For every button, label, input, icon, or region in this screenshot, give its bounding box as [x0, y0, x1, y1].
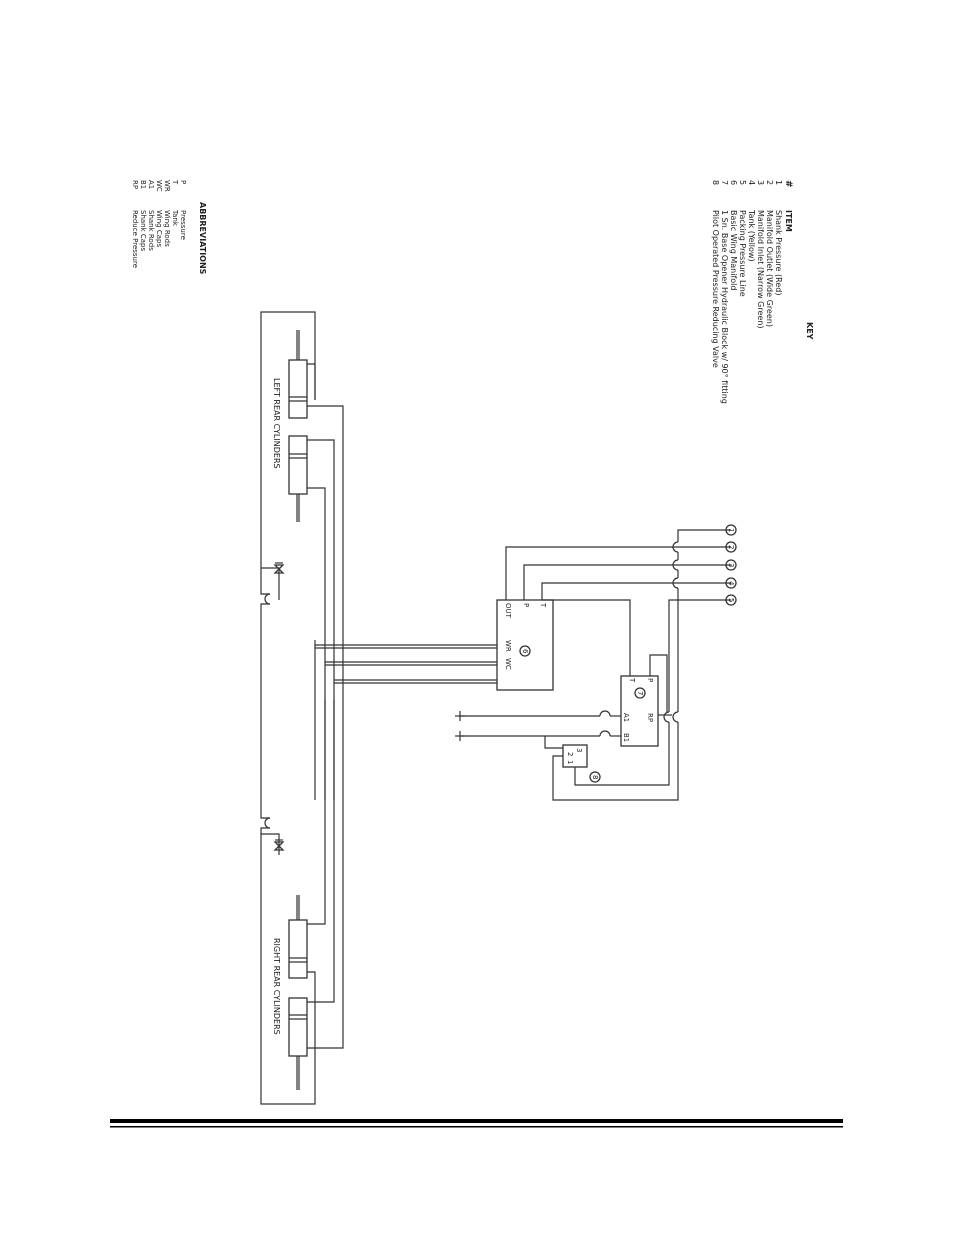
key-item-num: 8 [711, 180, 720, 185]
wing-manifold: T P OUT WR WC 6 [496, 599, 554, 691]
abbr-meaning: Tank [171, 209, 179, 227]
abbr-code: T [171, 179, 179, 185]
left-enclosure [260, 311, 316, 595]
connection-5-icon [725, 594, 737, 606]
footer-divider [110, 1119, 843, 1128]
abbr-code: B1 [139, 180, 147, 189]
block-port-a1: A1 [622, 713, 630, 722]
item-7-circle [634, 687, 646, 699]
abbr-code: P [179, 180, 187, 184]
connection-1-icon [725, 524, 737, 536]
manifold-port-p: P [522, 603, 530, 607]
key-item-num: 7 [720, 180, 729, 185]
key-item-label: Packing Pressure Line [738, 210, 747, 297]
key-title: KEY [805, 322, 814, 340]
key-col-num: # [783, 180, 793, 188]
item-6-circle [519, 645, 531, 657]
hydraulic-cylinder [288, 700, 344, 1090]
key-legend: KEY # ITEM 1 Shank Pressure (Red) 2 Mani… [711, 180, 814, 404]
key-item-label: Pilot Operated Pressure Reducing Valve [711, 210, 720, 368]
block-number: 7 [636, 691, 644, 695]
abbr-meaning: Shank Caps [139, 210, 147, 252]
supply-connections: 1 2 3 4 5 [455, 524, 737, 801]
left-rear-cylinders: LEFT REAR CYLINDERS [260, 311, 344, 800]
line-crossover [264, 817, 271, 829]
valve-port-3: 3 [575, 748, 583, 752]
right-rear-cylinders: RIGHT REAR CYLINDERS [260, 700, 344, 1105]
connection-label: 3 [727, 563, 735, 567]
key-item-label: Manifold Inlet (Narrow Green) [756, 210, 765, 329]
right-return-line [260, 827, 316, 1105]
hydraulic-block: P T RP A1 B1 7 [620, 675, 659, 747]
key-item-label: Basic Wing Manifold [729, 210, 738, 290]
abbr-code: RP [131, 180, 139, 189]
key-item-num: 3 [756, 180, 765, 185]
valve-number: 8 [591, 775, 599, 779]
block-port-b1: B1 [622, 733, 630, 742]
manifold-port-t: T [539, 602, 547, 608]
key-item-num: 2 [765, 180, 774, 185]
abbr-meaning: Wing Caps [155, 210, 163, 247]
key-items: 1 Shank Pressure (Red) 2 Manifold Outlet… [711, 180, 783, 404]
key-item-label: 1 Sn. Base Opener Hydraulic Block w/ 90°… [720, 210, 729, 404]
key-item-num: 5 [738, 180, 747, 185]
key-item-label: Shank Pressure (Red) [774, 210, 783, 295]
hydraulic-cylinder [288, 330, 344, 640]
abbr-code: WR [163, 180, 171, 192]
connection-label: 5 [727, 598, 735, 602]
key-item-num: 6 [729, 180, 738, 185]
trunk-lines [314, 640, 497, 1008]
check-valve [261, 833, 285, 855]
reducing-valve: 3 2 1 8 [562, 744, 601, 783]
key-item-num: 1 [774, 180, 783, 185]
line-crossover [264, 593, 271, 605]
block-port-rp: RP [646, 713, 654, 722]
manifold-port-wr: WR [504, 640, 512, 652]
abbreviations-title: ABBREVIATIONS [198, 202, 207, 275]
valve-port-1: 1 [566, 760, 574, 764]
coupler-icon [455, 711, 465, 721]
manifold-port-wc: WC [504, 658, 512, 670]
abbr-meaning: Reduce Pressure [131, 210, 139, 268]
left-cylinders-label: LEFT REAR CYLINDERS [272, 378, 281, 469]
connection-2-icon [725, 541, 737, 553]
connection-label: 1 [727, 528, 735, 532]
coupler-icon [455, 731, 465, 741]
key-col-item: ITEM [784, 210, 793, 232]
hydraulic-cylinder [288, 700, 326, 1016]
connection-3-icon [725, 559, 737, 571]
block-port-t: T [628, 677, 636, 683]
manifold-number: 6 [521, 649, 529, 654]
abbreviations-legend: ABBREVIATIONS P Pressure T Tank WR Wing … [131, 179, 207, 275]
connection-4-icon [725, 577, 737, 589]
valve-port-2: 2 [566, 752, 574, 756]
connection-label: 2 [727, 545, 735, 549]
abbr-code: A1 [147, 180, 155, 189]
manifold-port-out: OUT [504, 603, 512, 619]
left-return-line [260, 603, 270, 800]
abbr-meaning: Pressure [179, 210, 187, 240]
abbr-meaning: Shank Rods [147, 210, 155, 251]
item-8-circle [589, 771, 601, 783]
connection-label: 4 [727, 581, 735, 586]
key-item-label: Tank (Yellow) [747, 209, 756, 262]
right-enclosure [260, 800, 270, 819]
key-item-label: Manifold Outlet (Wide Green) [765, 210, 774, 327]
key-item-num: 4 [747, 180, 756, 185]
abbr-code: WC [155, 180, 163, 192]
check-valve [261, 562, 285, 600]
block-port-p: P [646, 678, 654, 682]
abbr-meaning: Wing Rods [163, 210, 171, 247]
right-cylinders-label: RIGHT REAR CYLINDERS [272, 938, 281, 1035]
hydraulic-cylinder [288, 435, 335, 640]
